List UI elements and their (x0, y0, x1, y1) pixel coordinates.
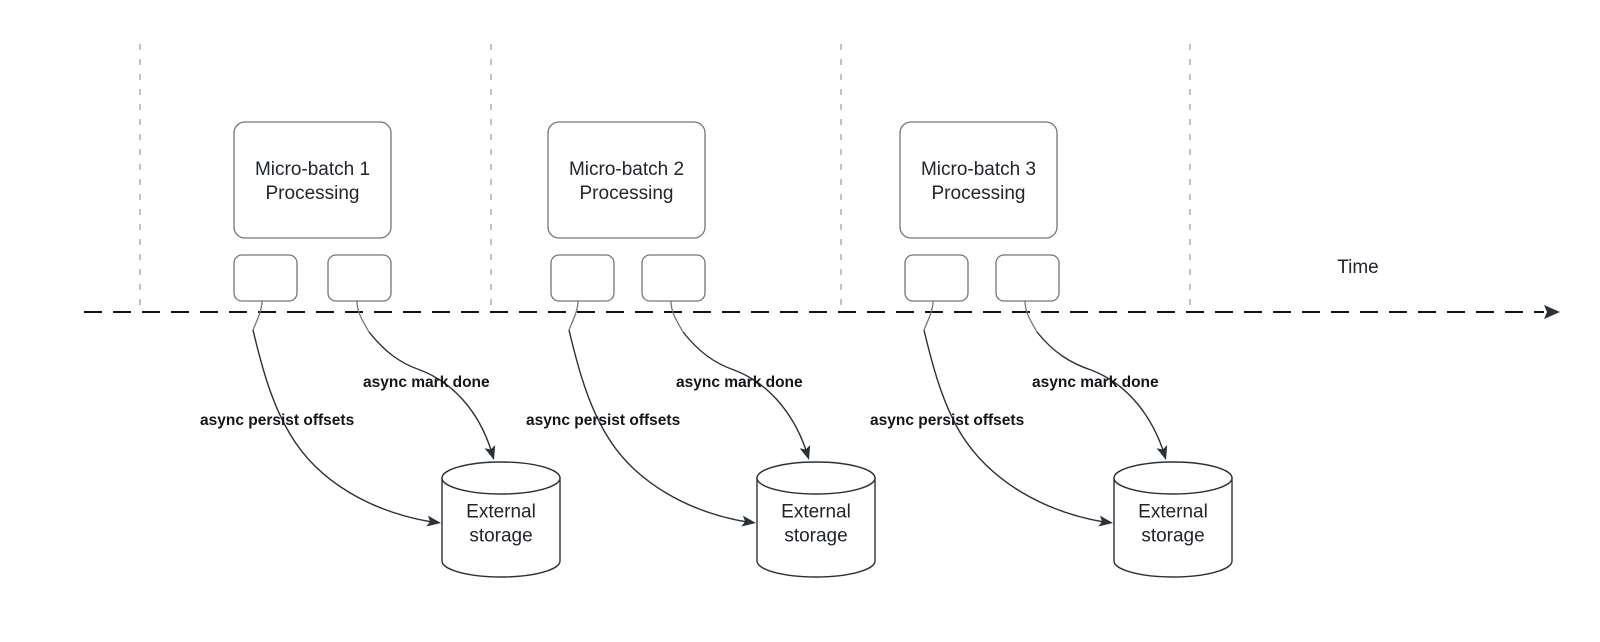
group-3-microbatch-box[interactable] (899, 121, 1058, 239)
group-3-edge-persist-offsets (923, 329, 1105, 523)
group-2-edge-mark-done (682, 331, 807, 451)
group-1-edge-mark-done-arrow-icon (484, 445, 496, 460)
group-3-stem-markdone (1024, 300, 1038, 333)
group-1-microbatch-node[interactable]: Micro-batch 1 Processing (233, 121, 392, 239)
group-3-external-storage-label-line1: External (1138, 502, 1208, 523)
group-3-external-storage-node[interactable]: External storage (1113, 461, 1233, 578)
group-3-edge-mark-done (1036, 331, 1164, 451)
group-2-stem-markdone (670, 300, 684, 333)
group-1-microbatch-label-line1: Micro-batch 1 (255, 159, 370, 180)
group-3-cylinder-top (1113, 461, 1233, 495)
group-3-microbatch-node[interactable]: Micro-batch 3 Processing (899, 121, 1058, 239)
group-3-task-box-markdone[interactable] (995, 254, 1060, 302)
group-3-microbatch-label-line1: Micro-batch 3 (921, 159, 1036, 180)
group-2-cylinder-body[interactable] (756, 477, 876, 578)
group-1-edge-persist-offsets (252, 329, 433, 523)
group-1-edge-persist-offsets-label: async persist offsets (200, 412, 354, 429)
group-1-edge-mark-done-label: async mark done (363, 374, 490, 391)
group-3-stem-persist (923, 300, 934, 331)
group-2-microbatch-label-line2: Processing (580, 183, 674, 204)
group-2-stem-persist (568, 300, 579, 331)
group-1-edge-mark-done (368, 331, 492, 451)
group-3-edge-mark-done-arrow-icon (1156, 445, 1168, 460)
group-3-edge-persist-offsets-label: async persist offsets (870, 412, 1024, 429)
axis-label-layer: Time (1337, 257, 1379, 278)
timeline-axis-layer (84, 305, 1560, 319)
group-2-external-storage-label-line1: External (781, 502, 851, 523)
group-1-microbatch-box[interactable] (233, 121, 392, 239)
group-1-cylinder-top (441, 461, 561, 495)
group-1-microbatch-label-line2: Processing (266, 183, 360, 204)
group-1-external-storage-node[interactable]: External storage (441, 461, 561, 578)
group-3-edge-persist-offsets-arrow-icon (1098, 515, 1113, 527)
group-2-edge-mark-done-label: async mark done (676, 374, 803, 391)
group-1-task-box-persist[interactable] (233, 254, 298, 302)
group-1-cylinder-body[interactable] (441, 477, 561, 578)
group-2-external-storage-label-line2: storage (784, 526, 847, 547)
group-2-microbatch-node[interactable]: Micro-batch 2 Processing (547, 121, 706, 239)
edge-labels-layer: async persist offsets async mark done asyn… (200, 374, 1159, 429)
group-2-edge-persist-offsets (568, 329, 748, 523)
group-1-external-storage-label-line2: storage (469, 526, 532, 547)
group-2-microbatch-box[interactable] (547, 121, 706, 239)
group-2-edge-mark-done-arrow-icon (799, 445, 811, 460)
group-1-stem-markdone (356, 300, 370, 333)
time-axis-label: Time (1337, 257, 1379, 278)
group-3-microbatch-label-line2: Processing (932, 183, 1026, 204)
group-2-microbatch-label-line1: Micro-batch 2 (569, 159, 684, 180)
group-3-external-storage-label-line2: storage (1141, 526, 1204, 547)
group-1-task-box-markdone[interactable] (327, 254, 392, 302)
group-1-stem-persist (252, 300, 263, 331)
group-2-edge-persist-offsets-label: async persist offsets (526, 412, 680, 429)
group-3-cylinder-body[interactable] (1113, 477, 1233, 578)
group-2-edge-persist-offsets-arrow-icon (741, 515, 756, 527)
group-1-edge-persist-offsets-arrow-icon (426, 515, 441, 527)
group-3-edge-mark-done-label: async mark done (1032, 374, 1159, 391)
group-2-cylinder-top (756, 461, 876, 495)
edges-layer (252, 300, 1168, 527)
group-2-external-storage-node[interactable]: External storage (756, 461, 876, 578)
group-2-task-box-markdone[interactable] (641, 254, 706, 302)
group-2-task-box-persist[interactable] (550, 254, 615, 302)
group-3-task-box-persist[interactable] (904, 254, 969, 302)
timeline-arrow-icon (1544, 305, 1560, 319)
group-1-external-storage-label-line1: External (466, 502, 536, 523)
